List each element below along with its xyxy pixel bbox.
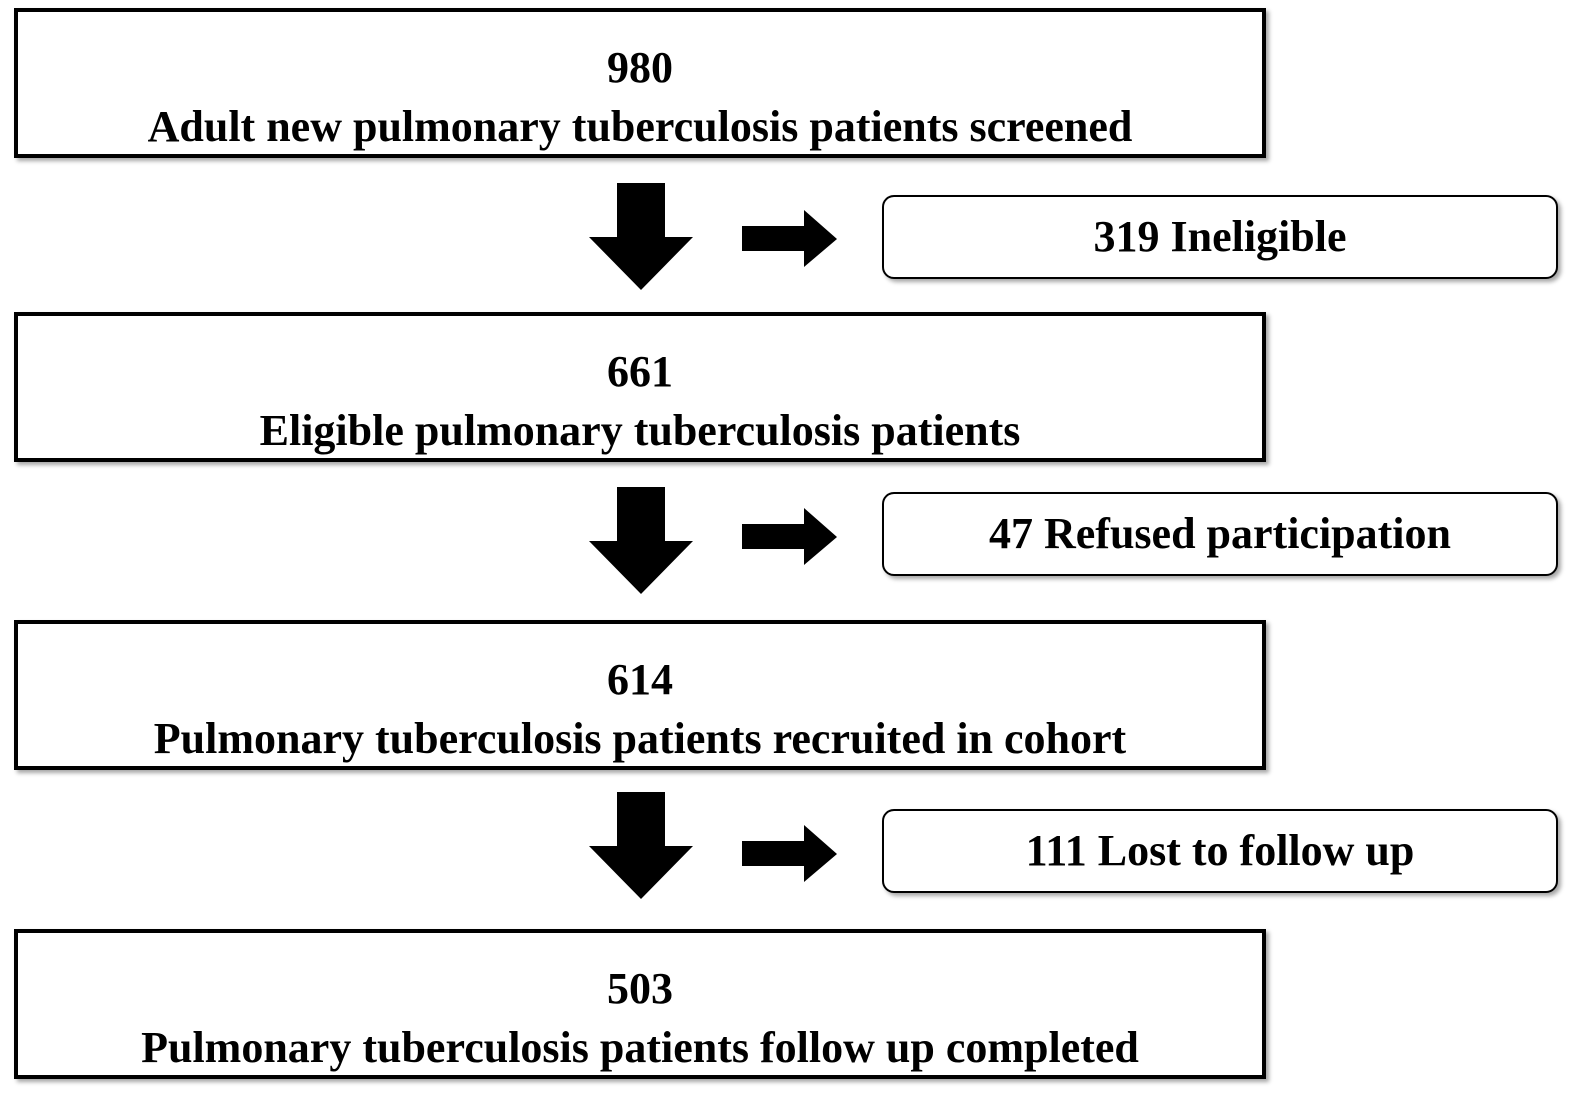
flow-box-count: 503	[607, 964, 673, 1013]
exclusion-box-text: 319 Ineligible	[1093, 212, 1347, 261]
right-arrow-icon	[742, 508, 837, 565]
flow-box-count: 661	[607, 347, 673, 396]
right-arrow-icon	[742, 825, 837, 882]
down-arrow-icon	[589, 183, 693, 290]
flow-box-label: Adult new pulmonary tuberculosis patient…	[147, 102, 1133, 151]
flow-box-count: 980	[607, 43, 673, 92]
flow-box-label: Pulmonary tuberculosis patients recruite…	[153, 714, 1127, 763]
flow-box-label: Pulmonary tuberculosis patients follow u…	[141, 1023, 1139, 1072]
exclusion-box-refused: 47 Refused participation	[882, 492, 1558, 576]
down-arrow-icon	[589, 792, 693, 899]
down-arrow-icon	[589, 487, 693, 594]
flow-box-count: 614	[607, 655, 673, 704]
right-arrow-icon	[742, 210, 837, 267]
exclusion-box-lost: 111 Lost to follow up	[882, 809, 1558, 893]
exclusion-box-text: 47 Refused participation	[989, 509, 1451, 558]
flow-box-completed: 503 Pulmonary tuberculosis patients foll…	[14, 929, 1266, 1079]
flow-box-screened: 980 Adult new pulmonary tuberculosis pat…	[14, 8, 1266, 158]
exclusion-box-text: 111 Lost to follow up	[1025, 826, 1415, 875]
flow-box-eligible: 661 Eligible pulmonary tuberculosis pati…	[14, 312, 1266, 462]
exclusion-box-ineligible: 319 Ineligible	[882, 195, 1558, 279]
flow-box-label: Eligible pulmonary tuberculosis patients	[259, 406, 1021, 455]
flow-box-recruited: 614 Pulmonary tuberculosis patients recr…	[14, 620, 1266, 770]
